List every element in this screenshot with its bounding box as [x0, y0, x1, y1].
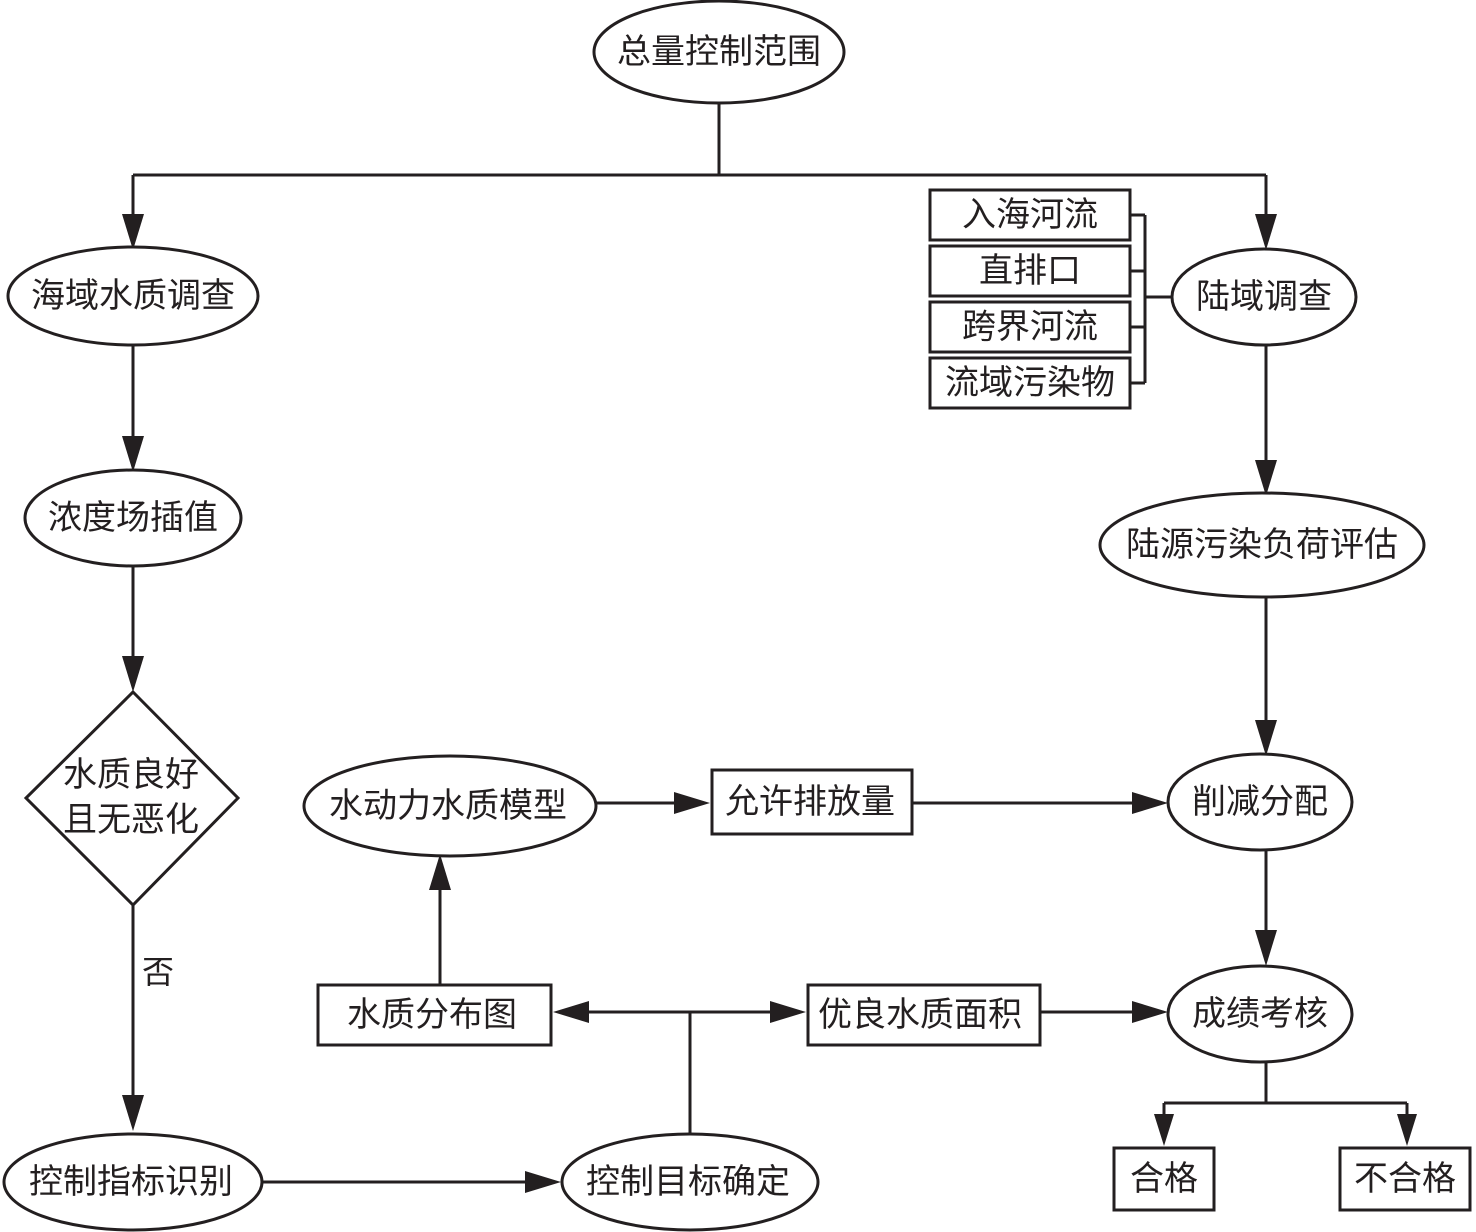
node-pass-label: 合格: [1130, 1159, 1198, 1199]
node-basin-pollutants: 流域污染物: [928, 356, 1132, 410]
node-total-scope-label: 总量控制范围: [617, 32, 821, 72]
node-allowable-emission-label: 允许排放量: [725, 782, 895, 822]
node-reduction-allocation: 削减分配: [1166, 752, 1354, 852]
edge-label-no: 否: [142, 953, 174, 991]
arrowhead: [525, 1171, 561, 1193]
node-target-determination-label: 控制目标确定: [586, 1162, 790, 1202]
arrowhead: [770, 1001, 806, 1023]
node-hydro-model-label: 水动力水质模型: [329, 786, 567, 826]
node-fail: 不合格: [1338, 1146, 1472, 1212]
node-inflow-rivers-label: 入海河流: [962, 195, 1098, 235]
node-performance-assessment: 成绩考核: [1166, 964, 1354, 1064]
node-good-water-area-label: 优良水质面积: [818, 995, 1022, 1035]
node-fail-label: 不合格: [1354, 1159, 1456, 1199]
node-basin-pollutants-label: 流域污染物: [945, 363, 1115, 403]
node-sea-survey: 海域水质调查: [6, 245, 260, 347]
node-water-quality-map-label: 水质分布图: [347, 995, 517, 1035]
node-direct-outlets-label: 直排口: [979, 251, 1081, 291]
node-cross-border-rivers: 跨界河流: [928, 300, 1132, 354]
node-decision: 水质良好 且无恶化: [23, 689, 241, 908]
arrowheads: [122, 214, 1417, 1193]
arrowhead: [1132, 792, 1168, 814]
node-land-survey-label: 陆域调查: [1196, 277, 1332, 317]
node-total-scope: 总量控制范围: [592, 0, 846, 105]
arrowhead: [553, 1001, 589, 1023]
node-interpolation-label: 浓度场插值: [48, 498, 218, 538]
node-land-survey: 陆域调查: [1170, 247, 1358, 347]
node-cross-border-rivers-label: 跨界河流: [962, 307, 1098, 347]
node-target-determination: 控制目标确定: [560, 1132, 820, 1232]
arrowhead: [429, 854, 451, 890]
node-pass: 合格: [1112, 1146, 1216, 1212]
node-performance-assessment-label: 成绩考核: [1192, 994, 1328, 1034]
arrowhead: [1132, 1001, 1168, 1023]
arrowhead: [122, 214, 144, 250]
arrowhead: [122, 656, 144, 692]
arrowhead: [1397, 1114, 1417, 1146]
node-indicator-identification-label: 控制指标识别: [29, 1162, 233, 1202]
node-decision-label-line2: 且无恶化: [63, 800, 199, 840]
arrowhead: [1255, 214, 1277, 250]
node-inflow-rivers: 入海河流: [928, 188, 1132, 242]
arrowhead: [674, 792, 710, 814]
connectors: [131, 103, 1409, 1184]
arrowhead: [1255, 460, 1277, 496]
node-indicator-identification: 控制指标识别: [2, 1132, 264, 1232]
node-decision-label-line1: 水质良好: [63, 755, 199, 795]
node-direct-outlets: 直排口: [928, 244, 1132, 298]
node-sea-survey-label: 海域水质调查: [31, 276, 235, 316]
node-land-load-assessment-label: 陆源污染负荷评估: [1126, 525, 1398, 565]
arrowhead: [122, 1095, 144, 1131]
arrowhead: [1255, 720, 1277, 756]
arrowhead: [122, 436, 144, 472]
node-allowable-emission: 允许排放量: [710, 768, 914, 836]
node-land-load-assessment: 陆源污染负荷评估: [1098, 491, 1426, 599]
node-water-quality-map: 水质分布图: [316, 983, 553, 1047]
node-interpolation: 浓度场插值: [23, 468, 243, 568]
node-good-water-area: 优良水质面积: [806, 983, 1042, 1047]
node-reduction-allocation-label: 削减分配: [1192, 782, 1328, 822]
node-hydro-model: 水动力水质模型: [302, 754, 598, 858]
arrowhead: [1255, 930, 1277, 966]
arrowhead: [1154, 1114, 1174, 1146]
